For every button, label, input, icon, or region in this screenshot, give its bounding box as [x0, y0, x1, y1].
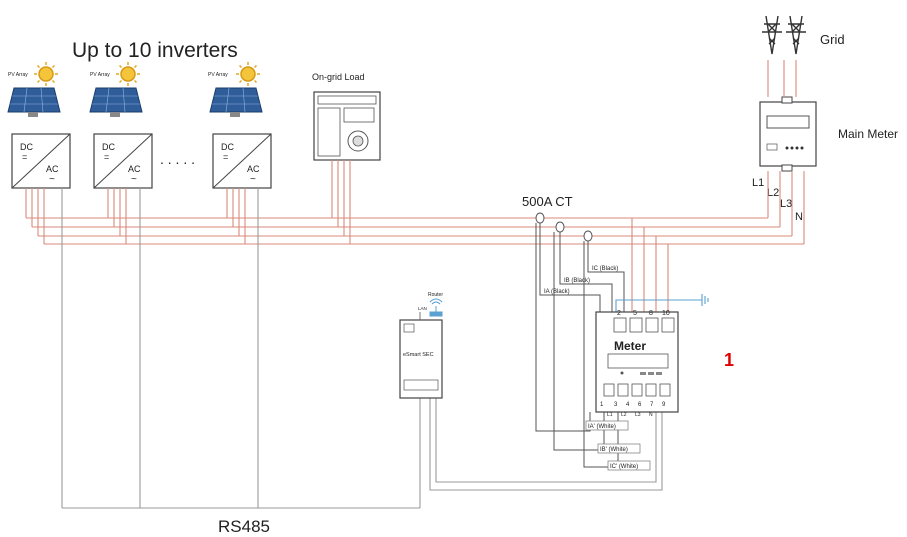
pv-array-label: PV Array [90, 72, 110, 78]
router-icon: Router LAN [418, 292, 443, 320]
inverter-ac-label: AC [247, 164, 260, 174]
pv-array-2: PV Array [89, 62, 143, 117]
esmart-label: eSmart SEC [403, 352, 434, 358]
on-grid-load: On-grid Load [312, 72, 381, 161]
inverter-dc-symbol: = [22, 152, 27, 162]
ellipsis-more-inverters: . . . . . [160, 151, 195, 167]
rs485-label: RS485 [218, 517, 270, 536]
sun-icon [34, 62, 58, 86]
pv-array-3: PV Array [208, 62, 263, 117]
router-label: Router [428, 292, 443, 298]
meter-bottom-terminal-1: 1 [600, 402, 604, 408]
esmart-sec: eSmart SEC [399, 319, 443, 399]
rs485-bus [61, 188, 663, 509]
meter-terminal-10: 10 [662, 310, 670, 317]
inverter-ac-label: AC [46, 164, 59, 174]
ct-wire-label-ib: IB (Black) [564, 278, 590, 284]
lan-label: LAN [418, 306, 427, 311]
pv-array-label: PV Array [8, 72, 28, 78]
grid-label: Grid [820, 32, 845, 47]
pv-array-label: PV Array [208, 72, 228, 78]
meter-bottom-terminal-7: 7 [650, 402, 654, 408]
meter-bottom-terminal-3: 3 [614, 402, 618, 408]
ct-secondary-wires [535, 223, 625, 468]
meter-label: Meter [614, 339, 646, 353]
return-wire-label-ib: IB' (White) [600, 447, 628, 453]
meter-bottom-terminals [603, 383, 671, 397]
energy-meter: 2 5 8 10 Meter 1 3 4 6 7 9 L1 L2 L3 N [595, 310, 679, 418]
main-meter [759, 96, 817, 172]
diagram-title: Up to 10 inverters [72, 39, 238, 62]
ct-label: 500A CT [522, 194, 573, 209]
solar-panel-icon [89, 87, 143, 117]
meter-phase-n: N [649, 412, 653, 418]
phase-label-l1: L1 [752, 177, 764, 189]
inverter-dc-label: DC [102, 142, 115, 152]
phase-label-l3: L3 [780, 198, 792, 210]
meter-phase-l1: L1 [607, 412, 613, 418]
inverter-ac-symbol: ~ [131, 174, 137, 185]
meter-top-terminals [613, 317, 675, 333]
meter-bottom-terminal-6: 6 [638, 402, 642, 408]
meter-bottom-terminal-9: 9 [662, 402, 666, 408]
inverter-dc-label: DC [221, 142, 234, 152]
grid-pylon-icon [762, 15, 806, 55]
callout-marker: 1 [724, 350, 734, 370]
inverter-3: DC = AC ~ [212, 133, 272, 189]
meter-terminal-5: 5 [633, 310, 637, 317]
inverter-1: DC = AC ~ [11, 133, 71, 189]
inverter-ac-label: AC [128, 164, 141, 174]
inverter-2: DC = AC ~ [93, 133, 153, 189]
meter-phase-l2: L2 [621, 412, 627, 418]
inverter-dc-symbol: = [223, 152, 228, 162]
pv-array-1: PV Array [7, 62, 61, 117]
sun-icon [236, 62, 260, 86]
sun-icon [116, 62, 140, 86]
inverter-dc-symbol: = [104, 152, 109, 162]
solar-panel-icon [7, 87, 61, 117]
main-meter-label: Main Meter [838, 127, 898, 141]
meter-phase-l3: L3 [635, 412, 641, 418]
on-grid-load-label: On-grid Load [312, 72, 365, 82]
current-transformer-icons [535, 212, 593, 242]
meter-terminal-2: 2 [617, 310, 621, 317]
ct-wire-label-ia: IA (Black) [544, 289, 570, 295]
ct-wire-labels: IA (Black) IB (Black) IC (Black) IA' (Wh… [544, 266, 651, 471]
ct-wire-label-ic: IC (Black) [592, 266, 618, 272]
return-wire-label-ia: IA' (White) [588, 424, 616, 430]
phase-label-n: N [795, 211, 803, 223]
meter-bottom-terminal-4: 4 [626, 402, 630, 408]
return-wire-label-ic: IC' (White) [610, 464, 638, 470]
inverter-dc-label: DC [20, 142, 33, 152]
inverter-ac-symbol: ~ [250, 174, 256, 185]
solar-panel-icon [209, 87, 263, 117]
phase-label-l2: L2 [767, 187, 779, 199]
meter-terminal-8: 8 [649, 310, 653, 317]
inverter-ac-symbol: ~ [49, 174, 55, 185]
ac-phase-bus [25, 60, 805, 320]
